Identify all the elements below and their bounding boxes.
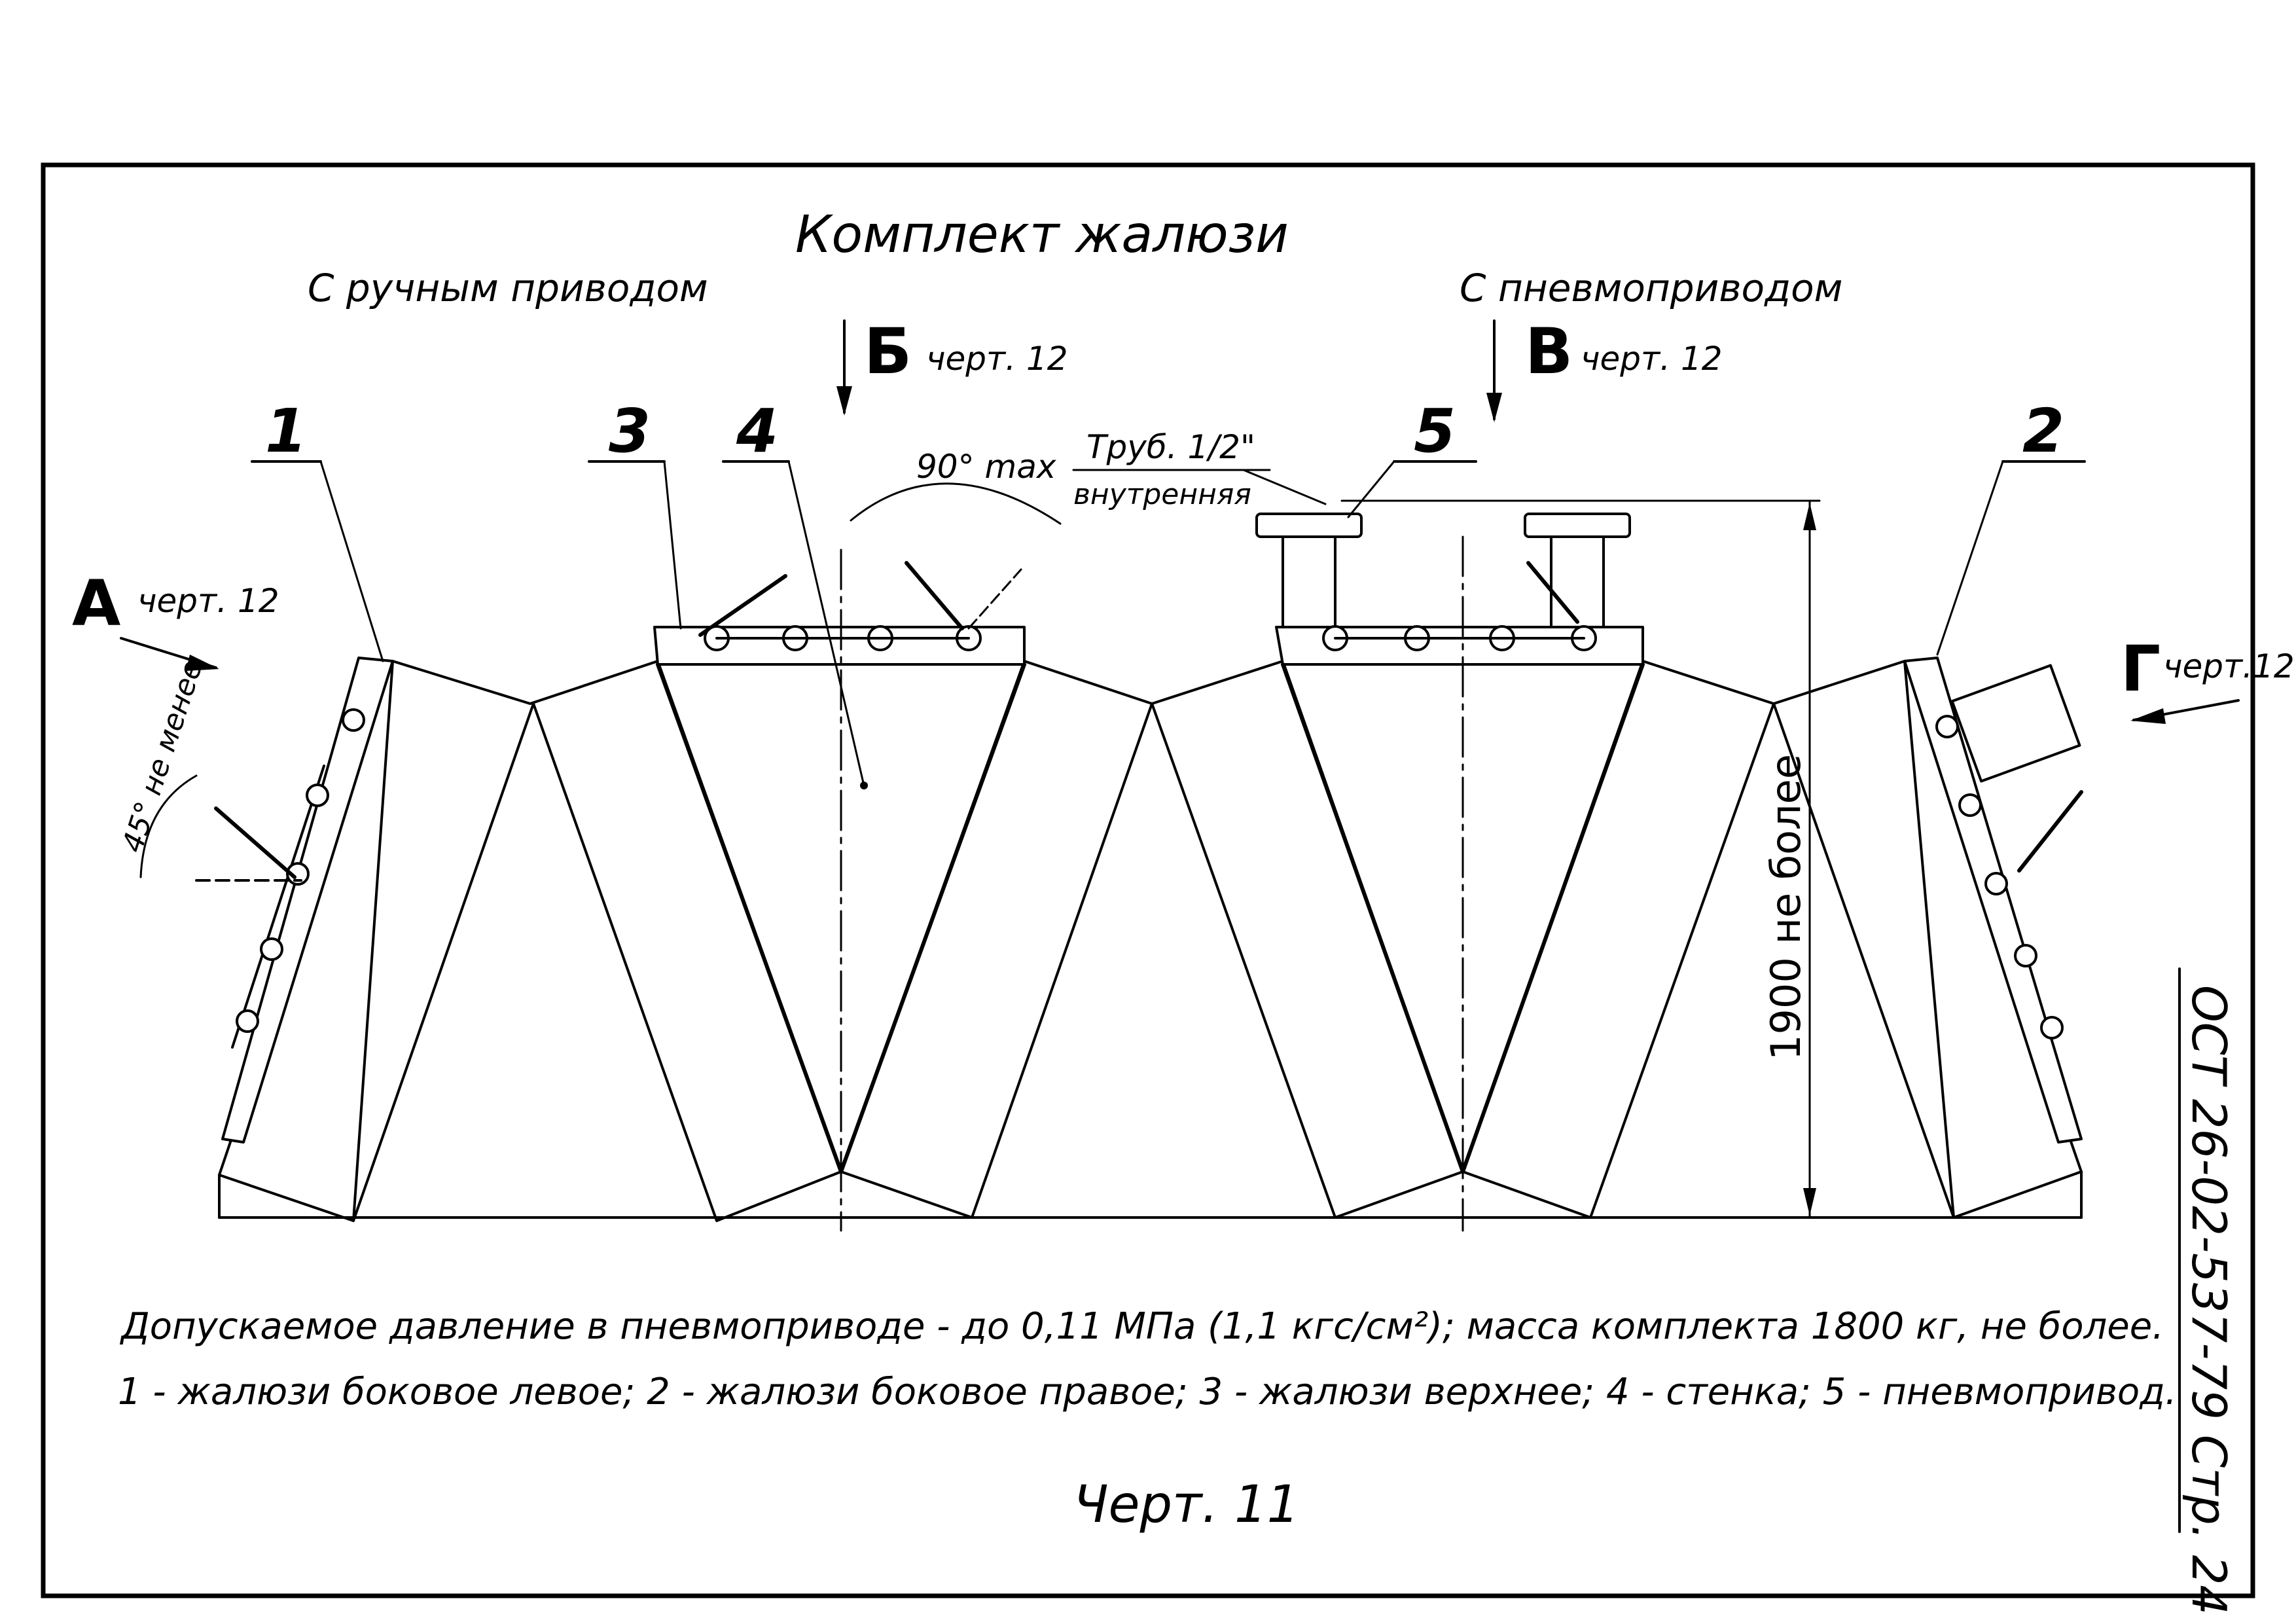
svg-text:1: 1 [265,396,307,466]
svg-text:45° не менее: 45° не менее [116,657,209,857]
svg-text:90° max: 90° max [916,448,1056,486]
view-b-marker: Б черт. 12 [836,315,1068,416]
svg-text:черт. 12: черт. 12 [137,582,279,620]
drawing-title: Комплект жалюзи [795,206,1289,264]
svg-text:Труб. 1/2": Труб. 1/2" [1086,428,1255,466]
wall-assembly [218,535,2083,1232]
view-g-marker: Г черт.12 [2121,632,2295,724]
note-legend: 1 - жалюзи боковое левое; 2 - жалюзи бок… [118,1371,2177,1413]
svg-text:3: 3 [609,396,651,466]
svg-text:2: 2 [2022,396,2064,466]
callout-1: 1 [251,396,384,662]
height-dimension: 1900 не более [1340,499,1821,1219]
angle-dimension-min: 45° не менее [116,657,209,878]
svg-text:ОСТ 26-02-537-79 Стр. 24: ОСТ 26-02-537-79 Стр. 24 [2181,985,2236,1615]
callout-4: 4 [722,396,868,789]
note-pressure-mass: Допускаемое давление в пневмоприводе - д… [119,1305,2164,1348]
sheet-frame [41,162,2255,1598]
manual-drive-label: С ручным приводом [308,266,708,310]
pipe-note: Труб. 1/2" внутренняя [1072,428,1327,511]
pneumatic-drive-label: С пневмоприводом [1460,266,1842,310]
svg-text:4: 4 [736,396,778,466]
angle-dimension-max: 90° max [850,448,1062,525]
callout-3: 3 [588,396,682,630]
svg-text:В: В [1525,315,1573,388]
callout-5: 5 [1347,396,1477,518]
view-v-marker: В черт. 12 [1486,315,1723,422]
svg-text:черт. 12: черт. 12 [1581,340,1723,378]
callout-2: 2 [1936,396,2086,656]
view-a-marker: А черт. 12 [72,567,279,671]
svg-text:черт. 12: черт. 12 [926,340,1068,378]
svg-text:Б: Б [864,315,912,388]
right-side-shutter [1903,657,2083,1144]
svg-text:1900 не более: 1900 не более [1762,754,1810,1060]
manual-top-shutter [698,561,1022,651]
svg-text:внутренняя: внутренняя [1073,478,1251,511]
svg-text:5: 5 [1414,396,1456,466]
doc-code-stamp: ОСТ 26-02-537-79 Стр. 24 [2178,967,2236,1615]
pneumatic-top-shutter [1255,513,1631,651]
left-side-shutter [195,657,394,1144]
svg-text:А: А [72,567,120,640]
svg-text:черт.12: черт.12 [2163,647,2295,685]
sheet-label: Черт. 11 [1073,1475,1299,1534]
svg-text:Г: Г [2121,632,2161,706]
